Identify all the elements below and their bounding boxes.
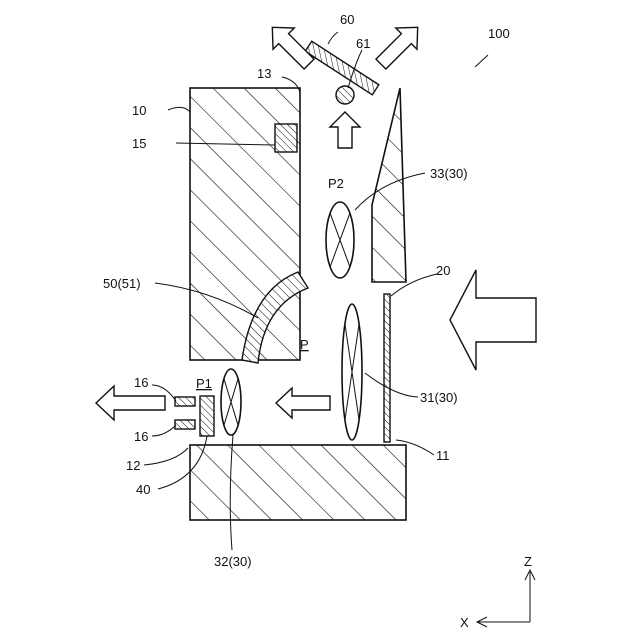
axis-indicator: Z X [460, 554, 535, 630]
mid-left-arrow [276, 388, 330, 418]
label-p: P [300, 337, 309, 352]
lens-31 [342, 304, 362, 440]
base-11 [190, 445, 406, 520]
label-p1: P1 [196, 376, 212, 391]
up-right-arrow [370, 17, 428, 75]
label-60: 60 [340, 12, 354, 27]
part-40 [200, 396, 214, 436]
lens-33 [326, 202, 354, 278]
label-33: 33(30) [430, 166, 468, 181]
label-50: 50(51) [103, 276, 141, 291]
label-20: 20 [436, 263, 450, 278]
exit-left-arrow [96, 386, 165, 420]
part-16-lower [175, 420, 195, 429]
label-32: 32(30) [214, 554, 252, 569]
lens-32 [221, 369, 241, 435]
label-p2: P2 [328, 176, 344, 191]
pin-61 [336, 86, 354, 104]
part-16-upper [175, 397, 195, 406]
axis-z-label: Z [524, 554, 532, 569]
axis-x-label: X [460, 615, 469, 630]
window-20 [384, 294, 390, 442]
label-16-lower: 16 [134, 429, 148, 444]
big-incoming-arrow [450, 270, 536, 370]
part-15 [275, 124, 297, 152]
label-10: 10 [132, 103, 146, 118]
label-15: 15 [132, 136, 146, 151]
label-12: 12 [126, 458, 140, 473]
up-arrow [330, 112, 360, 148]
label-40: 40 [136, 482, 150, 497]
label-11: 11 [436, 448, 450, 463]
label-16-upper: 16 [134, 375, 148, 390]
label-13: 13 [257, 66, 271, 81]
label-61: 61 [356, 36, 370, 51]
label-100: 100 [488, 26, 510, 41]
label-31: 31(30) [420, 390, 458, 405]
